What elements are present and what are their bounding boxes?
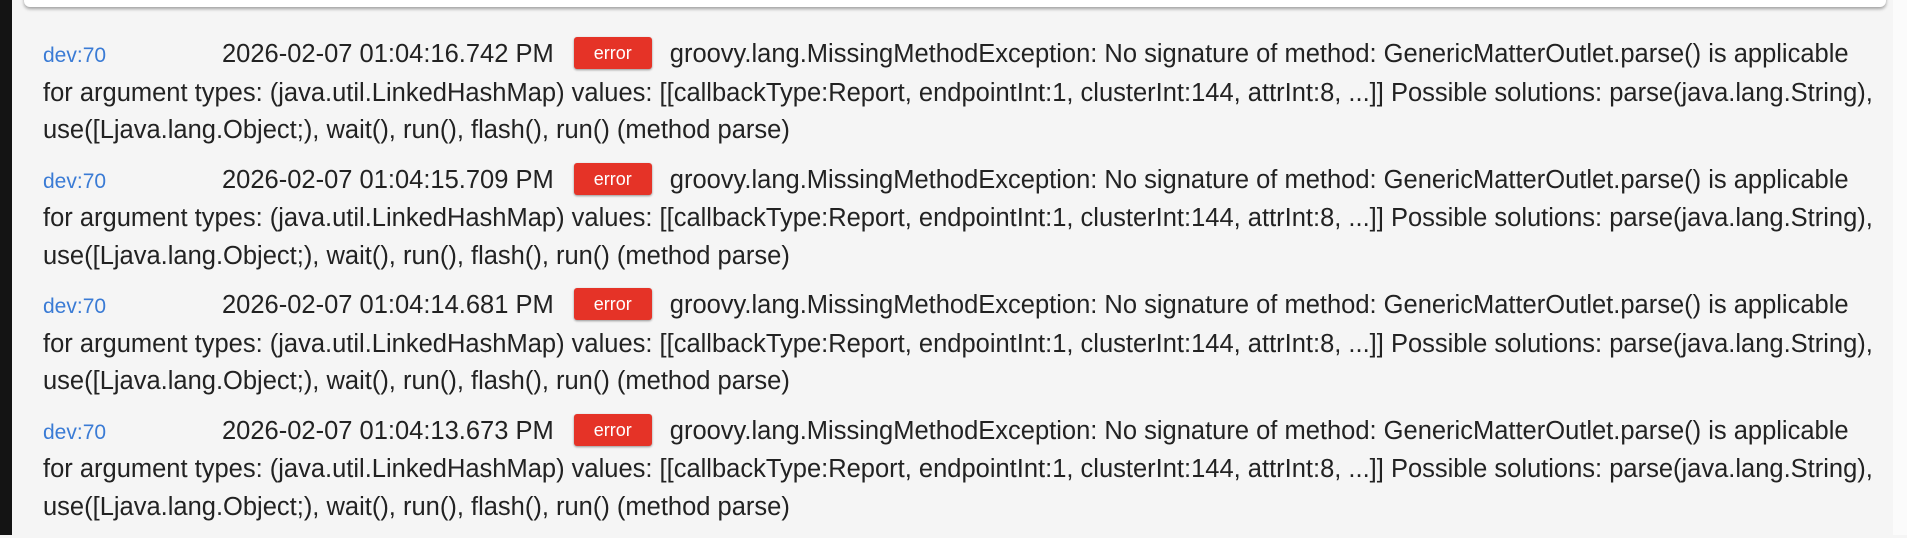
log-message: groovy.lang.MissingMethodException: No s… — [43, 40, 1873, 144]
log-message: groovy.lang.MissingMethodException: No s… — [43, 165, 1873, 270]
device-link[interactable]: dev:70 — [43, 44, 107, 67]
level-badge-error: error — [573, 288, 652, 320]
timestamp: 2026-02-07 01:04:16.742 PM — [222, 40, 554, 68]
level-badge-error: error — [573, 413, 652, 446]
header-card — [24, 0, 1886, 7]
level-badge-error: error — [573, 37, 652, 69]
device-link[interactable]: dev:70 — [43, 420, 107, 444]
timestamp: 2026-02-07 01:04:14.681 PM — [222, 291, 554, 319]
log-message: groovy.lang.MissingMethodException: No s… — [43, 416, 1873, 521]
log-message: groovy.lang.MissingMethodException: No s… — [43, 291, 1873, 395]
timestamp: 2026-02-07 01:04:13.673 PM — [222, 416, 554, 445]
device-link[interactable]: dev:70 — [43, 295, 107, 318]
timestamp: 2026-02-07 01:04:15.709 PM — [222, 165, 554, 194]
scrollbar-track[interactable] — [1893, 0, 1907, 535]
device-link[interactable]: dev:70 — [43, 169, 107, 193]
level-badge-error: error — [573, 162, 652, 195]
left-edge — [0, 0, 12, 535]
